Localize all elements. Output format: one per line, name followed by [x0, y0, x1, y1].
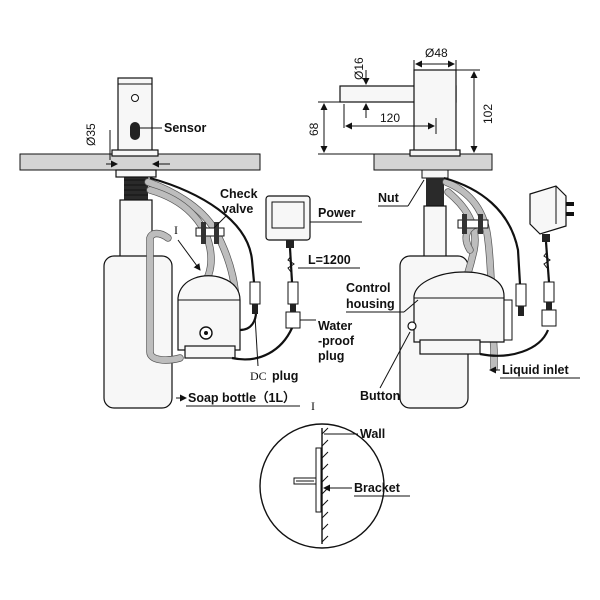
label-button: Button — [360, 389, 400, 403]
label-waterproof-3: plug — [318, 349, 344, 363]
label-check-valve-2: valve — [222, 202, 253, 216]
label-control-1: Control — [346, 281, 390, 295]
sensor-window — [130, 122, 140, 140]
spout-diameter-value: Ø16 — [352, 57, 366, 80]
label-power: Power — [318, 206, 356, 220]
right-labels: Nut Control housing Button Liquid inlet — [346, 179, 580, 403]
reach-value: 120 — [380, 111, 400, 125]
control-housing-right — [413, 271, 505, 343]
bracket-detail: I Wall Bracket — [259, 399, 410, 549]
label-dc: DC — [250, 369, 267, 383]
label-waterproof-2: -proof — [318, 334, 355, 348]
power-adapter-right — [529, 185, 574, 242]
label-liquid-inlet: Liquid inlet — [502, 363, 569, 377]
label-soap-bottle: Soap bottle（1L） — [188, 390, 296, 405]
dim-spout-diameter: Ø16 — [352, 57, 372, 118]
label-sensor: Sensor — [164, 121, 207, 135]
label-waterproof-1: Water — [318, 319, 352, 333]
section-mark-center: I — [311, 399, 315, 413]
left-assembly: I — [19, 77, 311, 409]
head-diameter-value: Ø48 — [425, 46, 448, 60]
section-mark-left: I — [174, 223, 178, 237]
dim-sensor-diameter: Ø35 — [84, 123, 170, 168]
waterproof-plug-left — [285, 281, 301, 329]
label-length: L=1200 — [308, 253, 351, 267]
dc-plug-left — [249, 281, 261, 314]
sensor-faucet-body — [117, 77, 153, 153]
button-right — [407, 321, 417, 331]
dim-total-height: 102 — [456, 69, 495, 155]
sensor-led — [131, 94, 139, 102]
label-bracket: Bracket — [354, 481, 401, 495]
label-plug: plug — [272, 369, 298, 383]
label-nut: Nut — [378, 191, 400, 205]
threaded-shank-right — [426, 178, 444, 208]
soap-bottle-left — [103, 255, 173, 409]
check-valve-right — [457, 214, 489, 234]
faucet-head — [413, 69, 457, 153]
sensor-diameter-value: Ø35 — [84, 123, 98, 146]
left-labels: Sensor Check valve Power L=1200 Water -p… — [140, 121, 362, 407]
bracket-plate — [315, 447, 322, 513]
label-control-2: housing — [346, 297, 395, 311]
dim-head-diameter: Ø48 — [413, 46, 457, 70]
check-valve-left — [195, 222, 225, 244]
label-check-valve-1: Check — [220, 187, 258, 201]
dim-spout-height: 68 — [307, 101, 374, 155]
right-assembly — [339, 69, 574, 409]
dim-reach: 120 — [343, 104, 437, 134]
label-wall: Wall — [360, 427, 385, 441]
total-height-value: 102 — [481, 104, 495, 124]
power-adapter-left — [265, 195, 311, 248]
spout-height-value: 68 — [307, 122, 321, 136]
